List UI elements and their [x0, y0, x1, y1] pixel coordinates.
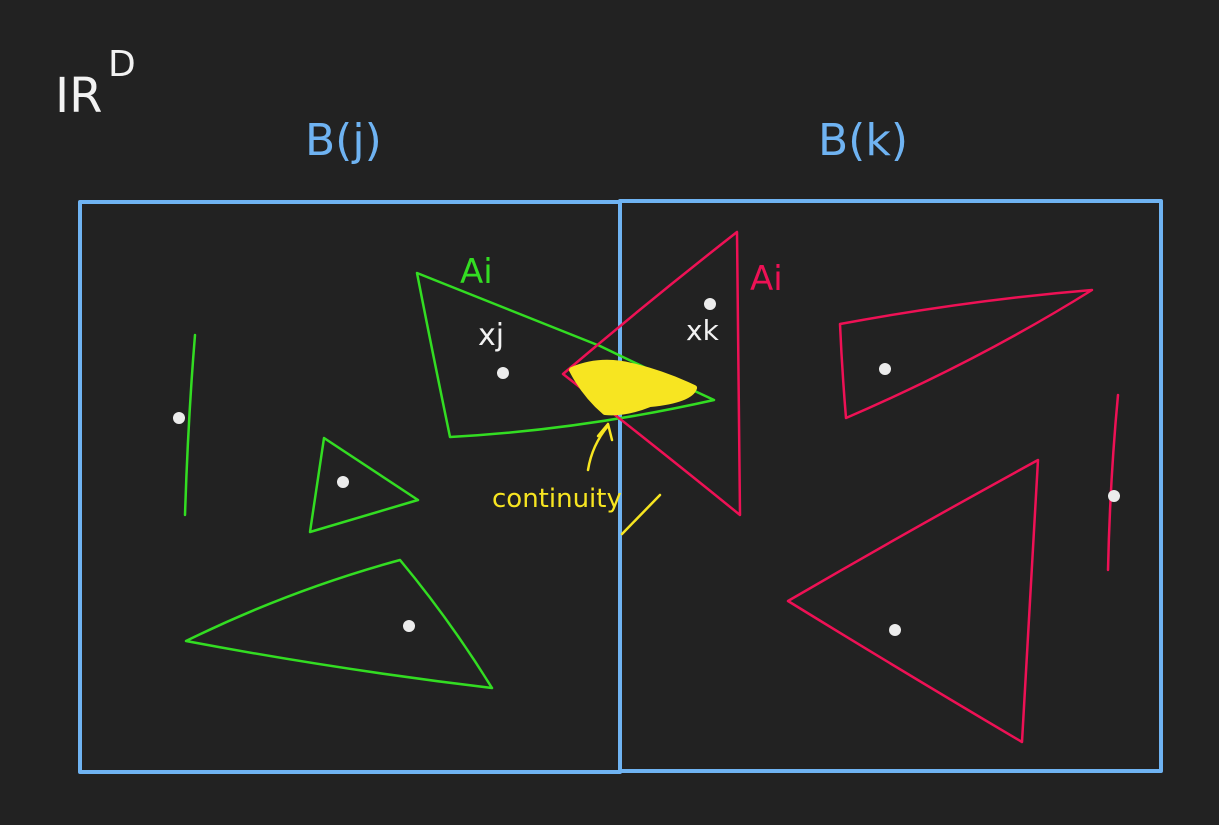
space-label-superscript: D [108, 44, 136, 85]
green-region-label: Ai [460, 252, 493, 292]
pink-center-label: xk [686, 314, 720, 347]
box-j-title: B(j) [305, 115, 382, 166]
point [1108, 490, 1120, 502]
continuity-arrowhead [596, 422, 614, 442]
continuity-tail [620, 493, 662, 536]
green-region-ai [415, 271, 716, 439]
point-xk [704, 298, 716, 310]
continuity-highlight [569, 359, 697, 416]
pink-triangle-bottom [786, 458, 1040, 744]
box-k [618, 199, 1163, 773]
point [403, 620, 415, 632]
green-triangle-small [308, 436, 420, 534]
continuity-arrow [586, 424, 610, 472]
box-k-title: B(k) [818, 115, 908, 166]
pink-triangle-top [838, 288, 1094, 420]
green-center-label: xj [478, 318, 504, 353]
green-triangle-bottom [184, 558, 494, 690]
point [889, 624, 901, 636]
space-label: IR [55, 68, 103, 124]
green-line-segment [183, 333, 197, 517]
point [173, 412, 185, 424]
pink-region-label: Ai [750, 259, 783, 299]
pink-line-segment [1106, 393, 1120, 572]
point [879, 363, 891, 375]
pink-region-ai [561, 230, 742, 517]
continuity-label: continuity [492, 484, 622, 514]
point-xj [497, 367, 509, 379]
point [337, 476, 349, 488]
